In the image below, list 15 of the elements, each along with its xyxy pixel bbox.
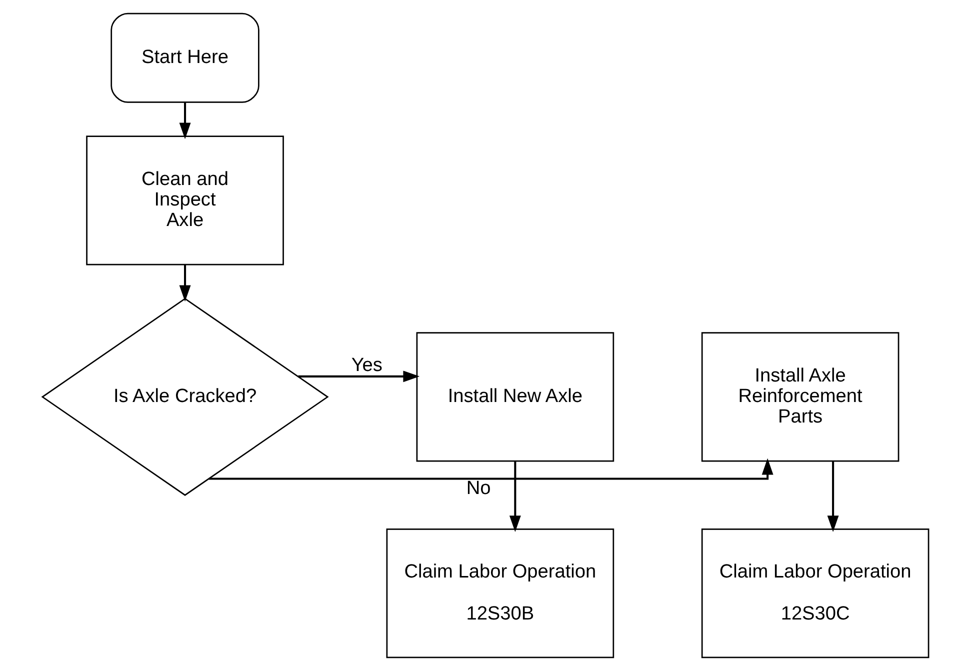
node-box: Claim Labor Operation 12S30B (386, 528, 614, 658)
arrow (179, 264, 191, 302)
node-box: Install Axle Reinforcement Parts (701, 332, 900, 462)
node-box: Clean and Inspect Axle (86, 136, 284, 266)
edge-label: Yes (351, 355, 382, 376)
edge-label: No (466, 478, 491, 500)
arrow (208, 458, 774, 480)
node-box: Install New Axle (416, 332, 614, 462)
node-box: Claim Labor Operation 12S30C (701, 528, 930, 658)
arrow (827, 461, 839, 532)
node-diamond: Is Axle Cracked? (41, 298, 329, 496)
arrow (179, 102, 191, 140)
arrow (298, 370, 420, 382)
node-box: Start Here (110, 12, 260, 103)
arrow (509, 461, 521, 532)
